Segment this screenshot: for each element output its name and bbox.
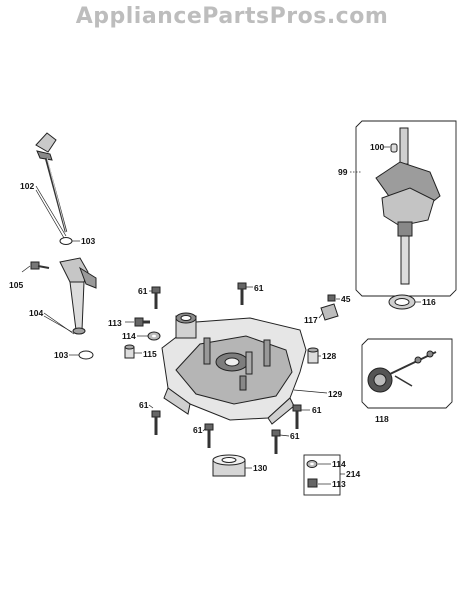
callout-105: 105 — [9, 280, 23, 290]
callout-labels: 102 103 105 104 103 61 61 113 114 115 11… — [9, 142, 436, 489]
callout-115: 115 — [143, 349, 157, 359]
callout-129: 129 — [328, 389, 342, 399]
callout-128: 128 — [322, 351, 336, 361]
site-watermark: AppliancePartsPros.com — [75, 4, 389, 29]
tube-o-ring-part[interactable] — [78, 350, 94, 360]
dipstick-tube-part[interactable] — [59, 257, 97, 335]
bolt-113-part[interactable] — [134, 317, 150, 327]
callout-103: 103 — [81, 236, 95, 246]
washer-214-part[interactable] — [306, 460, 318, 468]
callout-61: 61 — [138, 286, 148, 296]
o-ring-part[interactable] — [59, 237, 73, 245]
governor-box — [361, 338, 453, 409]
bolt-part[interactable] — [151, 286, 161, 309]
callout-61: 61 — [290, 431, 300, 441]
callout-61: 61 — [312, 405, 322, 415]
dipstick-part[interactable] — [35, 132, 68, 233]
pin-128-part[interactable] — [307, 347, 319, 364]
bolt-part[interactable] — [292, 404, 302, 429]
washer-114-part[interactable] — [147, 331, 161, 341]
crankcase-part[interactable] — [161, 312, 307, 425]
callout-104: 104 — [29, 308, 43, 318]
bolt-part[interactable] — [204, 423, 214, 448]
bolt-part[interactable] — [237, 282, 247, 305]
callout-102: 102 — [20, 181, 34, 191]
screw-105-part[interactable] — [30, 261, 50, 270]
callout-45: 45 — [341, 294, 351, 304]
callout-61: 61 — [193, 425, 203, 435]
bolt-part[interactable] — [271, 429, 281, 454]
governor-gear-part[interactable] — [367, 350, 437, 393]
callout-61: 61 — [139, 400, 149, 410]
crankshaft-box — [355, 120, 457, 297]
oil-seal-part[interactable] — [212, 454, 246, 477]
callout-113: 113 — [108, 318, 122, 328]
thrust-washer-part[interactable] — [388, 294, 416, 310]
callout-114: 114 — [122, 331, 136, 341]
bracket-part[interactable] — [320, 303, 339, 321]
callout-114: 114 — [332, 459, 346, 469]
callout-117: 117 — [304, 315, 318, 325]
dowel-pin-part[interactable] — [124, 344, 135, 359]
screw-45-part[interactable] — [327, 294, 336, 302]
callout-61: 61 — [254, 283, 264, 293]
callout-100: 100 — [370, 142, 384, 152]
bolt-214-part[interactable] — [307, 478, 318, 488]
bolt-part[interactable] — [151, 410, 161, 435]
callout-99: 99 — [338, 167, 348, 177]
callout-130: 130 — [253, 463, 267, 473]
callout-103: 103 — [54, 350, 68, 360]
callout-214: 214 — [346, 469, 360, 479]
callout-113: 113 — [332, 479, 346, 489]
leader-lines — [21, 146, 421, 485]
callout-118: 118 — [375, 414, 389, 424]
key-100-part[interactable] — [390, 143, 398, 153]
washer-bolt-box — [303, 454, 341, 496]
crankshaft-part[interactable] — [375, 127, 441, 285]
callout-116: 116 — [422, 297, 436, 307]
